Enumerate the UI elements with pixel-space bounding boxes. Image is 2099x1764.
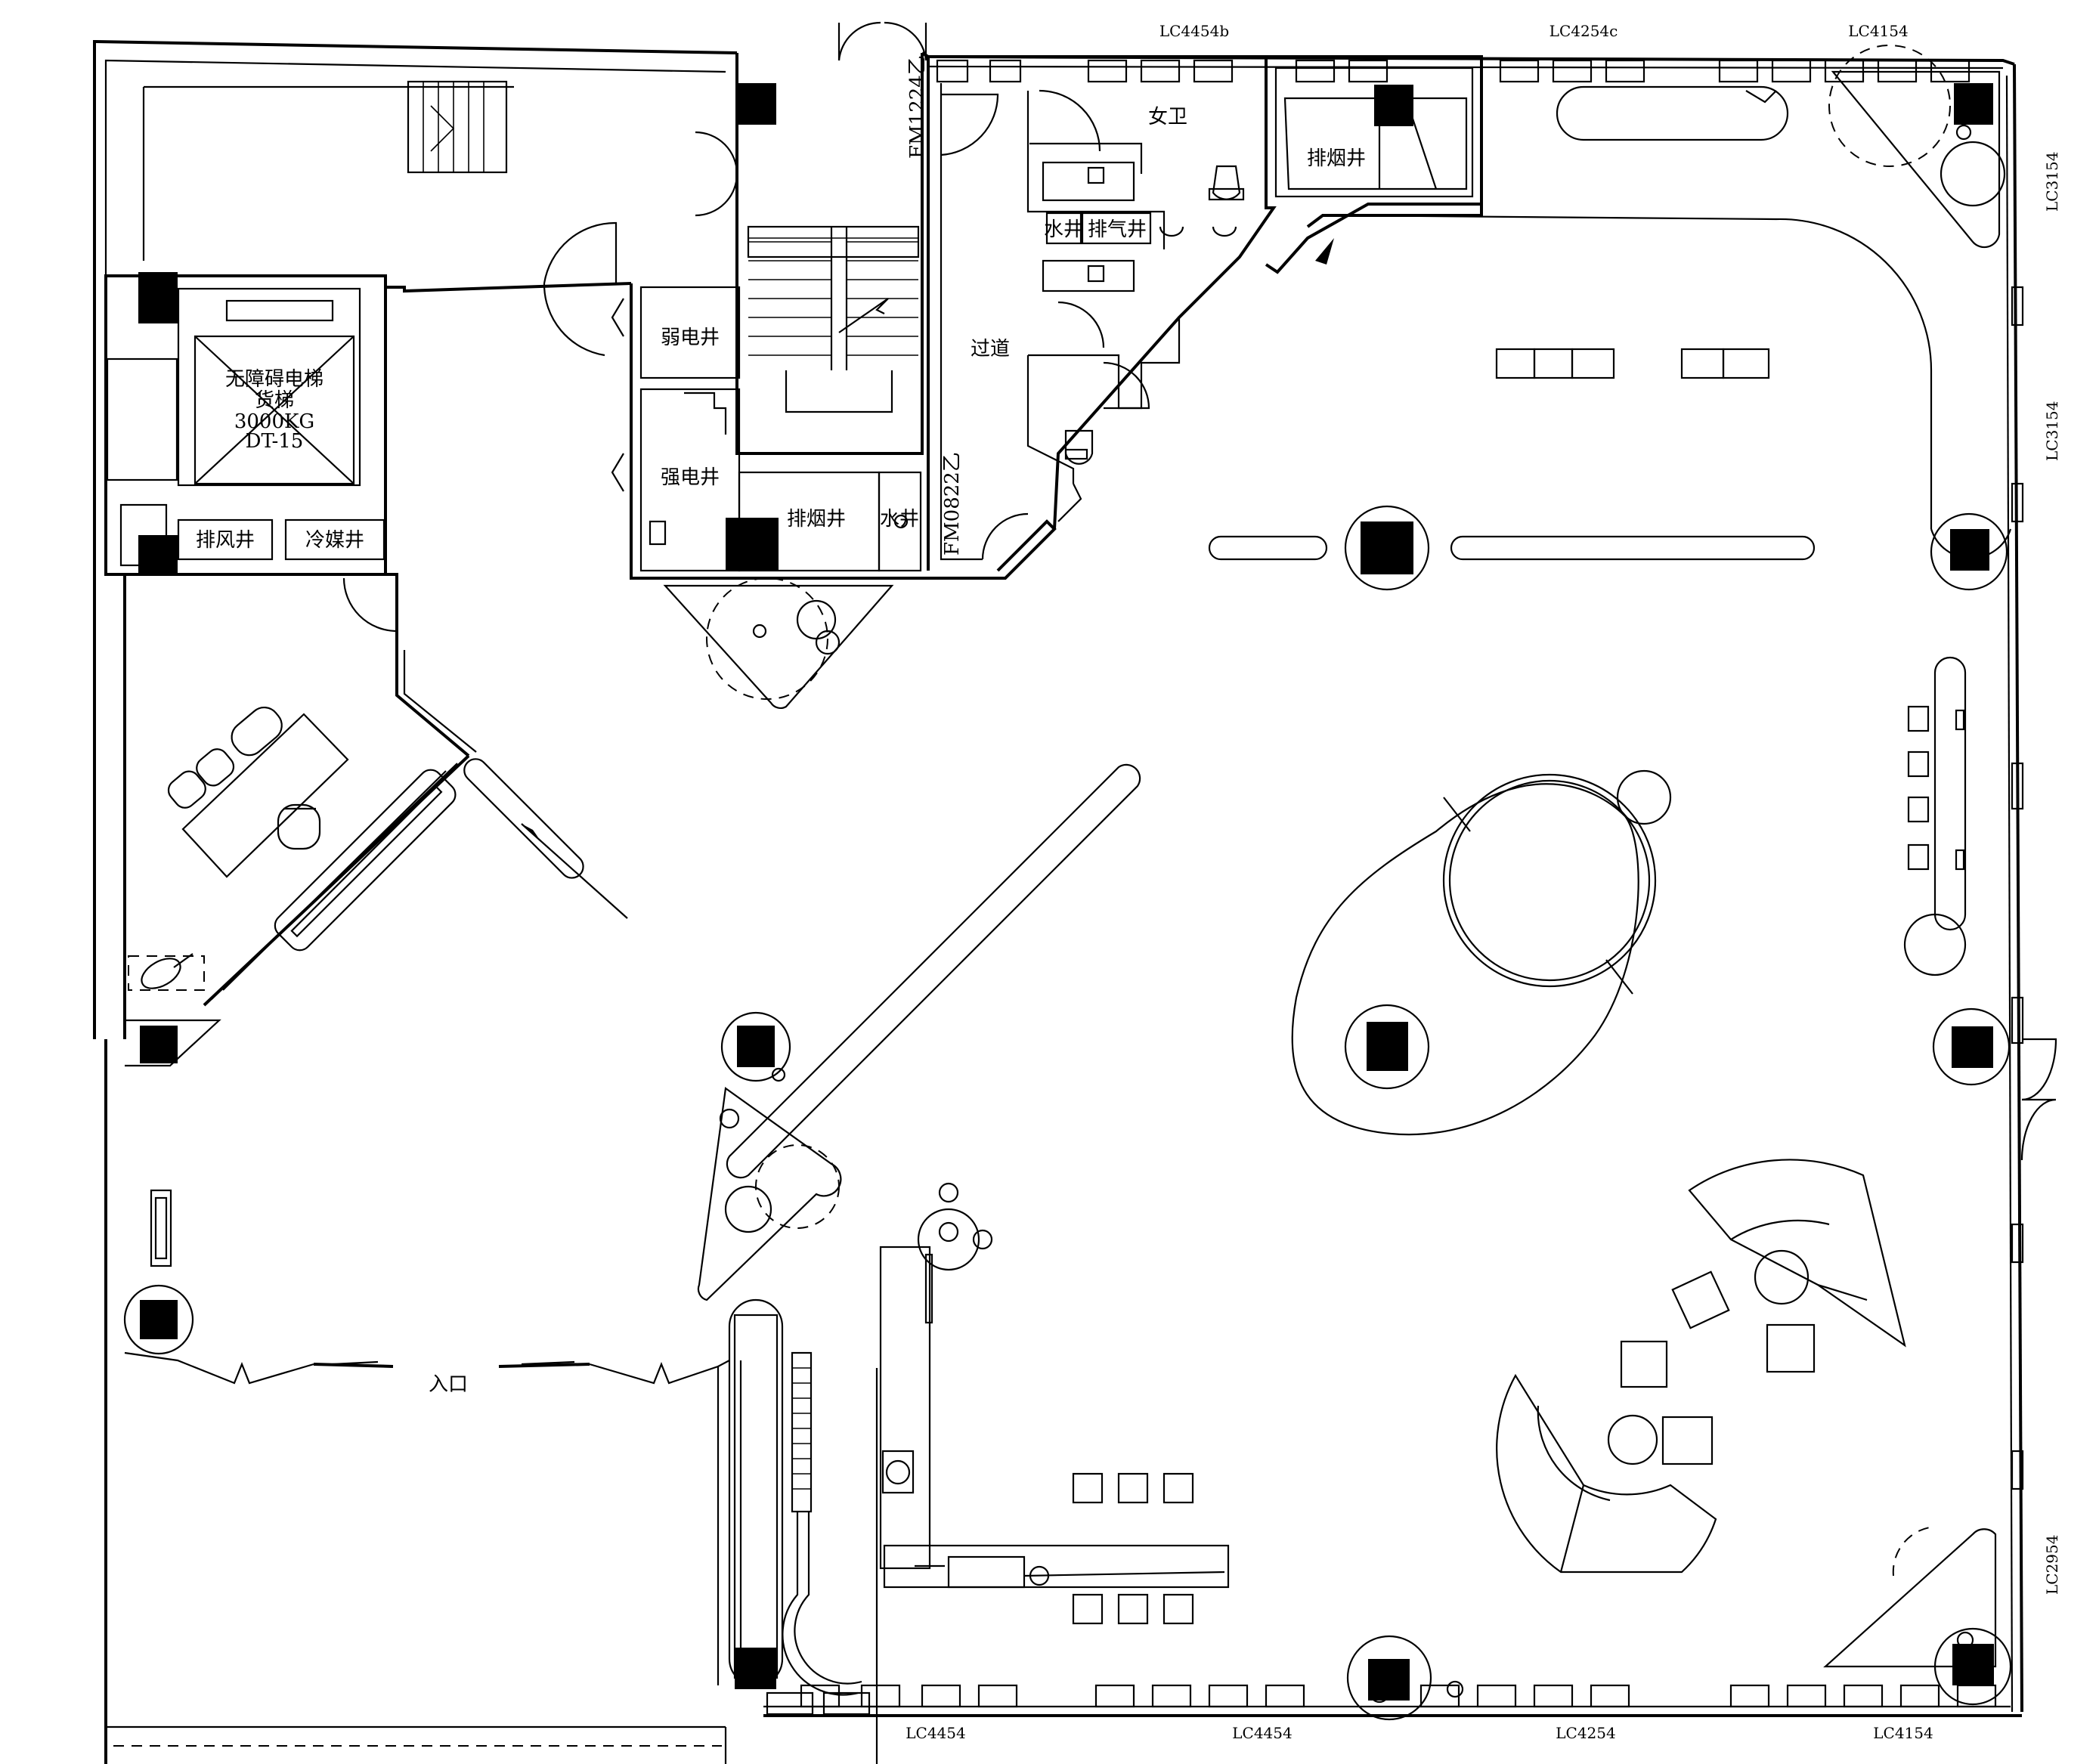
right-exit-door [2020, 1038, 2057, 1161]
office-desk [167, 706, 349, 878]
door-swing [1057, 301, 1105, 348]
structural-column [1954, 83, 1993, 125]
elevator-label-3: 3000KG [234, 410, 314, 433]
structural-column [1950, 529, 1989, 571]
service-core: 弱电井 强电井 排烟井 水井 [611, 21, 1057, 580]
womens-wc: 女卫 水井 排气井 [928, 55, 1277, 530]
window-label-top-3: LC4154 [1848, 22, 1908, 40]
entrance-glazing: 入口 [124, 1351, 730, 1396]
structural-column [1952, 1026, 1993, 1068]
window-label-bottom-1: LC4454 [906, 1724, 965, 1742]
bottom-window-sashes [800, 1684, 1997, 1708]
toilet-icon [1064, 429, 1094, 465]
door-swing [543, 221, 618, 284]
window-label-bottom-4: LC4154 [1873, 1724, 1933, 1742]
window-label-top-2: LC4254c [1549, 22, 1618, 40]
triangle-planter [697, 1087, 842, 1301]
womens-wc-label: 女卫 [1148, 106, 1187, 128]
elevator-label-2: 货梯 [255, 389, 294, 412]
window-label-bottom-2: LC4454 [1232, 1724, 1292, 1742]
instrument-icon [141, 958, 181, 989]
main-staircase [735, 53, 924, 455]
door-swing [1103, 361, 1150, 410]
triangle-planter [663, 584, 894, 710]
refrigerant-shaft-label: 冷媒井 [305, 529, 364, 552]
structural-column [138, 272, 178, 323]
window-label-right-3: LC2954 [2043, 1535, 2061, 1595]
main-hall-walls [763, 55, 2023, 1764]
smoke-shaft-top-label: 排烟井 [1307, 147, 1366, 170]
exhaust-shaft-label: 排风井 [196, 529, 255, 552]
left-terrace [93, 39, 738, 1039]
vent-shaft-label: 排气井 [1088, 218, 1147, 241]
structural-column [726, 518, 779, 571]
fire-door-b-label: FM0822乙 [941, 452, 964, 556]
office-zone [106, 573, 477, 1355]
door-swing [1039, 89, 1101, 152]
door-swing [543, 283, 605, 357]
door-swing [981, 512, 1029, 560]
water-shaft-wc-label: 水井 [1044, 218, 1083, 241]
structural-column [138, 535, 178, 573]
door-swing [837, 21, 881, 61]
curved-sofa-group-2 [1496, 1373, 1717, 1574]
terrace-stair [407, 80, 508, 174]
top-window-sashes [936, 59, 1971, 83]
door-swing [884, 21, 927, 61]
elevator-block: 无障碍电梯 货梯 3000KG DT-15 排风井 冷媒井 [104, 221, 632, 633]
benches [1495, 348, 1770, 379]
window-label-top-1: LC4454b [1159, 22, 1229, 40]
elevator-label-1: 无障碍电梯 [225, 368, 324, 391]
display-plinth [463, 758, 584, 879]
elevator-label-4: DT-15 [246, 430, 304, 453]
window-label-bottom-3: LC4254 [1556, 1724, 1615, 1742]
door-swing [940, 93, 999, 156]
sink-icon [1159, 226, 1184, 237]
entrance-label: 入口 [429, 1373, 468, 1396]
structural-column [737, 83, 776, 125]
door-swing [695, 173, 738, 217]
kitchen-island [879, 1246, 1230, 1625]
curved-partition [1337, 214, 1933, 529]
curved-sofa-group-1 [1620, 1159, 1906, 1465]
structural-column [735, 1648, 776, 1689]
display-plinth [274, 769, 457, 952]
smoke-shaft-top: 排烟井 [1265, 55, 1483, 274]
structural-column [1952, 1644, 1994, 1685]
structural-column [1361, 521, 1413, 574]
door-swing [342, 577, 398, 633]
lower-left-terrace [104, 1039, 727, 1764]
structural-column [1367, 1022, 1408, 1071]
structural-column [140, 1026, 178, 1063]
structural-column [737, 1026, 775, 1067]
strong-shaft-label: 强电井 [661, 466, 720, 489]
structural-column [140, 1300, 178, 1339]
cafe-table [917, 1182, 993, 1271]
window-labels: LC4454b LC4254c LC4154 LC3154 LC3154 LC2… [906, 22, 2061, 1742]
corridor-label: 过道 [971, 338, 1010, 361]
diagonal-display [726, 763, 1141, 1179]
smoke-shaft-stair-label: 排烟井 [787, 508, 846, 531]
door-swing [695, 131, 738, 175]
sink-icon [1212, 226, 1237, 237]
oval-stage [1291, 783, 1639, 1136]
window-label-right-1: LC3154 [2043, 152, 2061, 212]
structural-column [1374, 85, 1413, 126]
weak-shaft-label: 弱电井 [661, 326, 720, 349]
toilet-icon [1212, 165, 1241, 200]
fire-door-a-label: FM1224乙 [906, 55, 929, 159]
right-window-mullions [2011, 286, 2024, 1490]
window-label-right-2: LC3154 [2043, 401, 2061, 461]
hall-furniture [274, 45, 2012, 1721]
